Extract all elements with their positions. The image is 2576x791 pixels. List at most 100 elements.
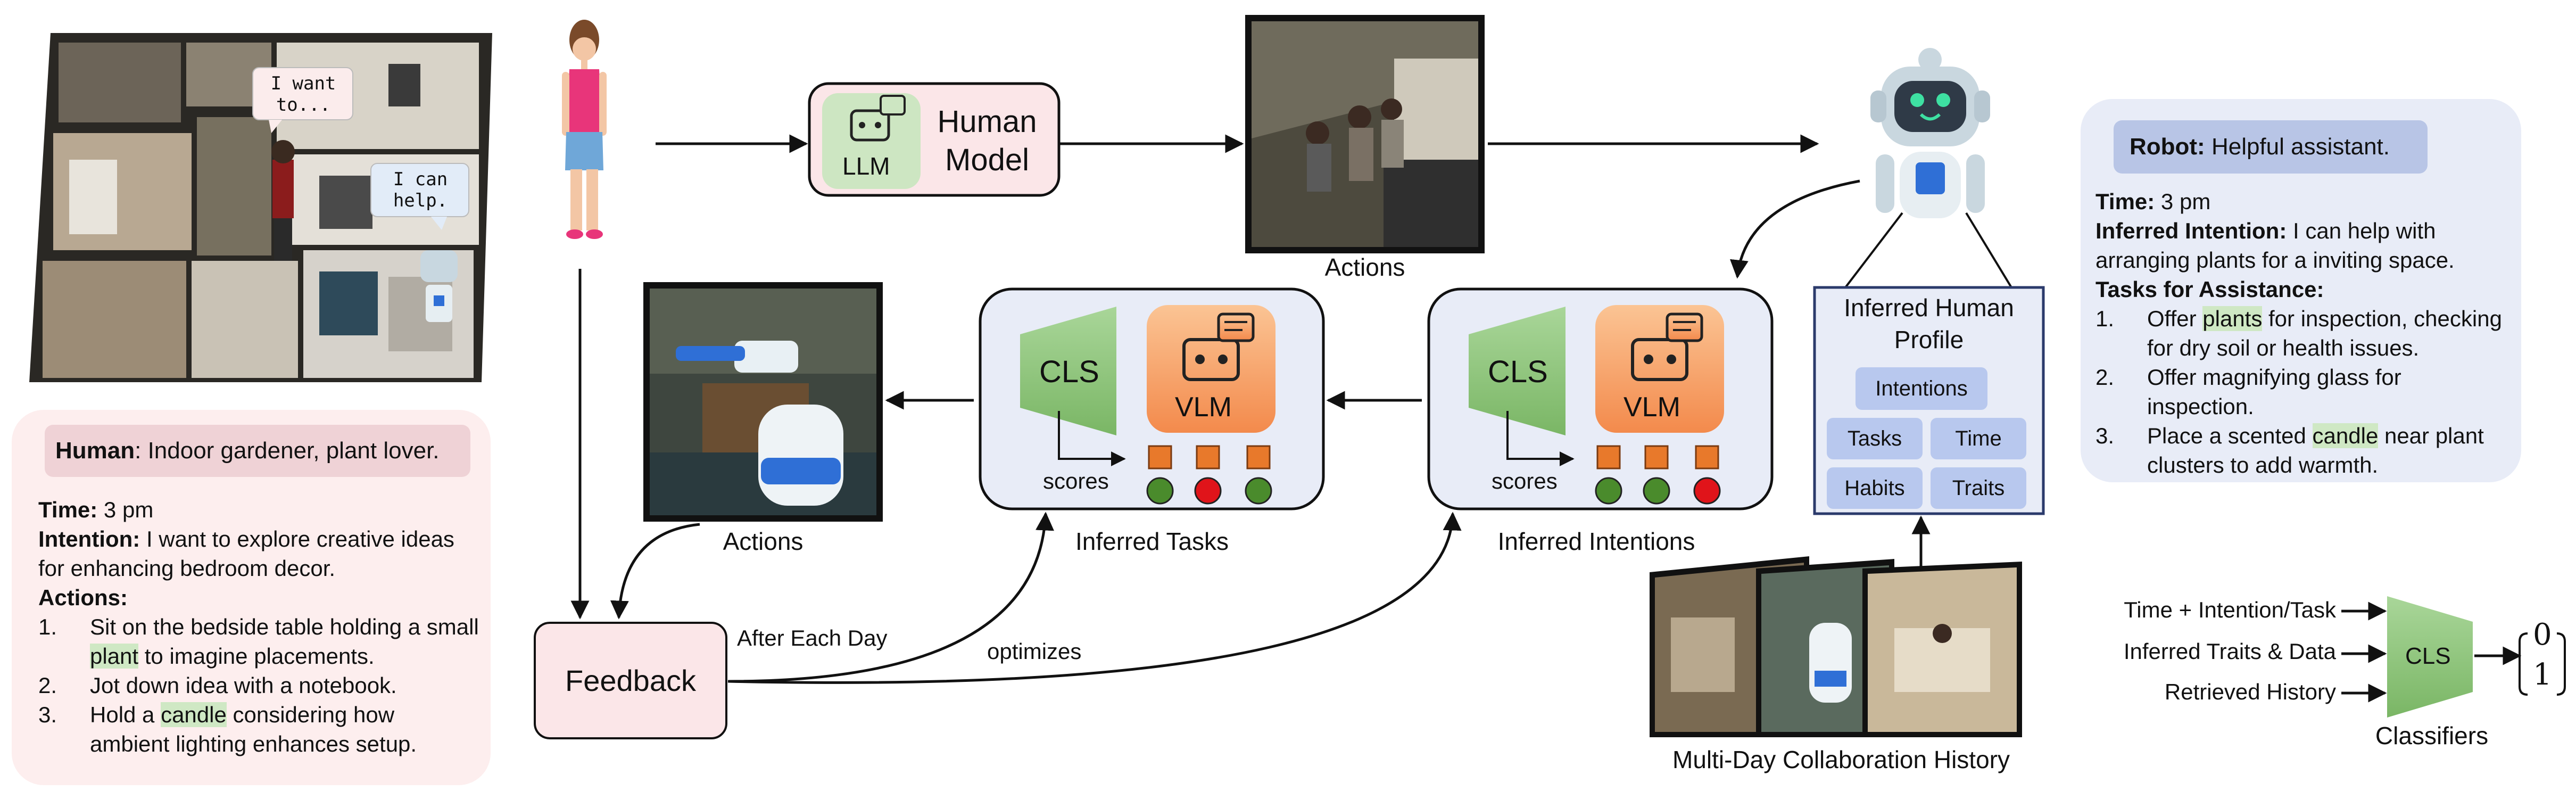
score-square <box>1246 445 1271 469</box>
actions-image-top <box>1245 15 1485 253</box>
history-caption: Multi-Day Collaboration History <box>1672 746 2010 773</box>
cls-label-intentions: CLS <box>1488 355 1548 389</box>
score-dot <box>1245 477 1272 505</box>
human-role-label: Human <box>55 438 135 464</box>
vlm-block-intentions <box>1427 287 1774 510</box>
classifier-input-2: Inferred Traits & Data <box>2123 639 2336 664</box>
score-square <box>1196 445 1220 469</box>
inferred-intentions-caption: Inferred Intentions <box>1497 528 1695 555</box>
list-item: 1.Offer plants for inspection, checking … <box>2095 306 2502 360</box>
profile-title-line1: Inferred Human <box>1844 294 2014 322</box>
human-intention-text: I want to explore creative ideas for enh… <box>38 526 454 581</box>
chip-traits-bg <box>1931 467 2026 509</box>
score-dot <box>1595 477 1622 505</box>
score-dots-intentions <box>1595 477 1721 505</box>
speech-bubble-human <box>252 67 353 133</box>
flow-arrows <box>570 134 2522 703</box>
robot-intention-label: Inferred Intention: <box>2095 218 2287 243</box>
robot-icon <box>1870 48 1990 218</box>
list-item: 2.Offer magnifying glass for inspection. <box>2095 365 2401 419</box>
robot-role-label: Robot: <box>2130 134 2205 160</box>
human-actions-list: 1.Sit on the bedside table holding a sma… <box>38 612 480 759</box>
chip-tasks-bg <box>1827 418 1923 459</box>
score-dots-tasks <box>1146 477 1272 505</box>
robot-tasks-label: Tasks for Assistance: <box>2095 277 2324 302</box>
chip-traits: Traits <box>1952 476 2005 500</box>
human-time-label: Time: <box>38 497 98 522</box>
robot-details: Time: 3 pm Inferred Intention: I can hel… <box>2095 187 2511 480</box>
score-square <box>1695 445 1719 469</box>
profile-box <box>1813 286 2045 515</box>
actions-image-left <box>643 282 883 522</box>
robot-time-label: Time: <box>2095 189 2155 214</box>
robot-tasks-list: 1.Offer plants for inspection, checking … <box>2095 304 2511 480</box>
cls-label-tasks: CLS <box>1039 355 1099 389</box>
robot-role-tag: Robot: Helpful assistant. <box>2114 120 2428 174</box>
human-role-tag: Human: Indoor gardener, plant lover. <box>45 425 470 477</box>
profile-connector-right <box>1965 212 2012 289</box>
after-each-day-label: After Each Day <box>737 625 888 650</box>
human-time-value: 3 pm <box>97 497 154 522</box>
human-model-box <box>808 82 1061 197</box>
score-squares-intentions <box>1596 445 1719 469</box>
llm-label: LLM <box>842 152 890 180</box>
bubble-robot-text: I can help. <box>393 169 448 211</box>
profile-title-line2: Profile <box>1894 326 1964 353</box>
human-figure-icon <box>562 20 607 239</box>
classifiers-caption: Classifiers <box>2375 722 2489 749</box>
list-item: 3.Hold a candle considering how ambient … <box>38 702 417 756</box>
optimizes-label: optimizes <box>987 639 1082 664</box>
list-item: 1.Sit on the bedside table holding a sma… <box>38 614 479 669</box>
robot-role-text: Helpful assistant. <box>2205 134 2390 160</box>
score-square <box>1148 445 1172 469</box>
bubble-human-text: I want to... <box>270 73 336 116</box>
score-square <box>1644 445 1669 469</box>
feedback-box <box>534 622 727 739</box>
scores-label-tasks: scores <box>1043 468 1109 493</box>
human-model-title-line1: Human <box>937 104 1037 139</box>
chip-time: Time <box>1955 427 2002 450</box>
profile-title: Inferred Human Profile <box>1815 292 2043 356</box>
classifier-trapezoid <box>2387 596 2473 718</box>
human-role-text: : Indoor gardener, plant lover. <box>135 438 440 464</box>
classifier-input-3: Retrieved History <box>2164 679 2336 704</box>
robot-persona-panel: Robot: Helpful assistant. Time: 3 pm Inf… <box>2081 99 2521 482</box>
human-model-title: Human Model <box>923 103 1051 179</box>
vlm-label-intentions: VLM <box>1624 392 1680 423</box>
chip-intentions-bg <box>1856 367 1987 410</box>
chip-time-bg <box>1931 418 2026 459</box>
actions-left-caption: Actions <box>723 528 804 555</box>
human-persona-panel: Human: Indoor gardener, plant lover. Tim… <box>12 410 491 785</box>
chip-habits: Habits <box>1844 476 1905 500</box>
chip-intentions: Intentions <box>1875 377 1968 400</box>
score-dot <box>1693 477 1721 505</box>
human-model-title-line2: Model <box>945 143 1029 177</box>
score-square <box>1596 445 1621 469</box>
output-bracket-right <box>2556 632 2566 696</box>
score-dot <box>1643 477 1670 505</box>
speech-bubble-robot <box>370 163 469 230</box>
vlm-label-tasks: VLM <box>1175 392 1232 423</box>
house-scene-image <box>29 33 492 382</box>
score-squares-tasks <box>1148 445 1271 469</box>
human-intention-label: Intention: <box>38 526 140 551</box>
classifier-output-bottom: 1 <box>2533 657 2552 692</box>
profile-connector-left <box>1844 212 1903 289</box>
list-item: 3.Place a scented candle near plant clus… <box>2095 423 2484 477</box>
classifier-output-top: 0 <box>2533 617 2552 652</box>
actions-top-caption: Actions <box>1324 253 1405 281</box>
human-details: Time: 3 pm Intention: I want to explore … <box>38 495 480 759</box>
vlm-block-tasks <box>979 287 1325 510</box>
score-dot <box>1194 477 1222 505</box>
score-dot <box>1146 477 1174 505</box>
feedback-label: Feedback <box>565 664 696 697</box>
robot-time-value: 3 pm <box>2155 189 2211 214</box>
classifier-cls-label: CLS <box>2405 643 2451 669</box>
scores-label-intentions: scores <box>1492 468 1558 493</box>
chip-habits-bg <box>1827 467 1923 509</box>
history-images <box>1650 556 2022 737</box>
chip-tasks: Tasks <box>1847 427 1902 450</box>
list-item: 2.Jot down idea with a notebook. <box>38 673 397 698</box>
classifier-input-1: Time + Intention/Task <box>2124 597 2336 622</box>
